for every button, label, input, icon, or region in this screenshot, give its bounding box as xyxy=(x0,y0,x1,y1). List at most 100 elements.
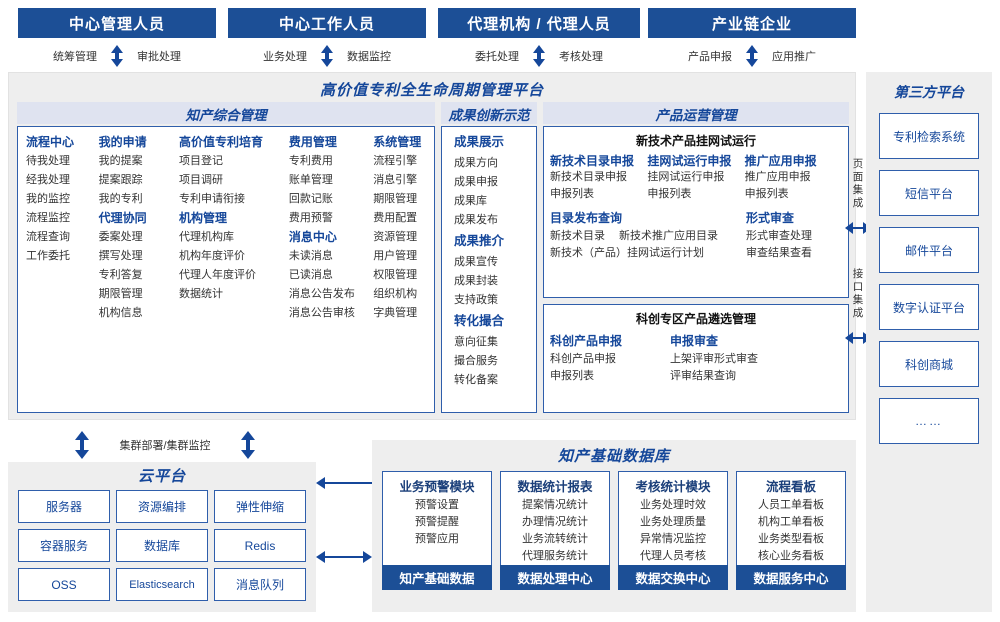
achievement-item[interactable]: 转化备案 xyxy=(454,374,498,386)
product-ops-box2-item[interactable]: 评审结果查询 xyxy=(670,370,736,382)
achievement-item[interactable]: 成果宣传 xyxy=(454,256,498,268)
database-item[interactable]: 核心业务看板 xyxy=(758,550,824,562)
database-footer-4[interactable]: 数据服务中心 xyxy=(736,565,846,590)
achievement-item[interactable]: 撮合服务 xyxy=(454,355,498,367)
third-party-item-4[interactable]: 数字认证平台 xyxy=(879,284,979,330)
product-ops-box2-group-header[interactable]: 科创产品申报 xyxy=(550,334,623,348)
catalog-publish-item[interactable]: 新技术目录 xyxy=(550,230,605,242)
ip-mgmt-item[interactable]: 费用配置 xyxy=(373,212,418,224)
database-item[interactable]: 异常情况监控 xyxy=(640,533,706,545)
achievement-group-header[interactable]: 转化撮合 xyxy=(454,314,505,328)
database-item[interactable]: 办理情况统计 xyxy=(522,516,588,528)
cloud-cell-3[interactable]: 弹性伸缩 xyxy=(214,490,306,523)
formal-review-item[interactable]: 形式审查处理 xyxy=(746,230,812,242)
product-ops-group-header[interactable]: 推广应用申报 xyxy=(744,154,817,168)
achievement-item[interactable]: 成果封装 xyxy=(454,275,498,287)
ip-mgmt-item[interactable]: 消息引擎 xyxy=(373,174,418,186)
database-item[interactable]: 提案情况统计 xyxy=(522,499,588,511)
achievement-item[interactable]: 成果方向 xyxy=(454,157,498,169)
ip-mgmt-item[interactable]: 权限管理 xyxy=(373,269,418,281)
ip-mgmt-item[interactable]: 数据统计 xyxy=(179,288,223,300)
ip-mgmt-group-header[interactable]: 系统管理 xyxy=(373,135,422,149)
cloud-cell-2[interactable]: 资源编排 xyxy=(116,490,208,523)
ip-mgmt-item[interactable]: 我的提案 xyxy=(98,155,143,167)
ip-mgmt-group-header[interactable]: 我的申请 xyxy=(98,135,147,149)
ip-mgmt-item[interactable]: 机构年度评价 xyxy=(179,250,245,262)
cloud-cell-4[interactable]: 容器服务 xyxy=(18,529,110,562)
ip-mgmt-item[interactable]: 已读消息 xyxy=(288,269,333,281)
formal-review-item[interactable]: 审查结果查看 xyxy=(746,247,812,259)
third-party-item-1[interactable]: 专利检索系统 xyxy=(879,113,979,159)
ip-mgmt-item[interactable]: 我的监控 xyxy=(26,193,70,205)
achievement-item[interactable]: 成果申报 xyxy=(454,176,498,188)
cloud-cell-5[interactable]: 数据库 xyxy=(116,529,208,562)
ip-mgmt-item[interactable]: 资源管理 xyxy=(373,231,418,243)
ip-mgmt-item[interactable]: 期限管理 xyxy=(373,193,418,205)
cloud-cell-1[interactable]: 服务器 xyxy=(18,490,110,523)
ip-mgmt-item[interactable]: 提案跟踪 xyxy=(98,174,143,186)
achievement-item[interactable]: 成果发布 xyxy=(454,214,498,226)
database-item[interactable]: 预警提醒 xyxy=(415,516,459,528)
ip-mgmt-group-header[interactable]: 高价值专利培育 xyxy=(179,135,264,149)
ip-mgmt-item[interactable]: 专利费用 xyxy=(288,155,333,167)
product-ops-group-header[interactable]: 新技术目录申报 xyxy=(550,154,635,168)
ip-mgmt-item[interactable]: 项目调研 xyxy=(179,174,223,186)
achievement-group-header[interactable]: 成果推介 xyxy=(454,234,505,248)
role-bar-2[interactable]: 中心工作人员 xyxy=(228,8,426,38)
ip-mgmt-item[interactable]: 我的专利 xyxy=(98,193,143,205)
product-ops-item[interactable]: 挂网试运行申报 xyxy=(647,171,725,183)
cloud-cell-6[interactable]: Redis xyxy=(214,529,306,562)
ip-mgmt-item[interactable]: 项目登记 xyxy=(179,155,223,167)
ip-mgmt-item[interactable]: 工作委托 xyxy=(26,250,70,262)
ip-mgmt-item[interactable]: 用户管理 xyxy=(373,250,418,262)
ip-mgmt-item[interactable]: 费用预警 xyxy=(288,212,333,224)
ip-mgmt-item[interactable]: 待我处理 xyxy=(26,155,70,167)
database-footer-1[interactable]: 知产基础数据 xyxy=(382,565,492,590)
ip-mgmt-group-header[interactable]: 代理协同 xyxy=(98,211,147,225)
ip-mgmt-item[interactable]: 流程查询 xyxy=(26,231,70,243)
ip-mgmt-item[interactable]: 委案处理 xyxy=(98,231,143,243)
product-ops-item[interactable]: 推广应用申报 xyxy=(744,171,811,183)
ip-mgmt-item[interactable]: 代理机构库 xyxy=(179,231,234,243)
third-party-item-3[interactable]: 邮件平台 xyxy=(879,227,979,273)
product-ops-box2-item[interactable]: 上架评审形式审查 xyxy=(670,353,758,365)
database-item[interactable]: 预警应用 xyxy=(415,533,459,545)
ip-mgmt-item[interactable]: 回款记账 xyxy=(288,193,333,205)
ip-mgmt-item[interactable]: 字典管理 xyxy=(373,307,418,319)
database-item[interactable]: 机构工单看板 xyxy=(758,516,824,528)
product-ops-item[interactable]: 申报列表 xyxy=(744,188,789,200)
database-item[interactable]: 业务类型看板 xyxy=(758,533,824,545)
database-item[interactable]: 预警设置 xyxy=(415,499,459,511)
ip-mgmt-group-header[interactable]: 机构管理 xyxy=(179,211,228,225)
product-ops-box2-group-header[interactable]: 申报审查 xyxy=(670,334,719,348)
achievement-item[interactable]: 意向征集 xyxy=(454,336,498,348)
achievement-item[interactable]: 成果库 xyxy=(454,195,487,207)
ip-mgmt-item[interactable]: 组织机构 xyxy=(373,288,418,300)
ip-mgmt-group-header[interactable]: 流程中心 xyxy=(26,135,75,149)
third-party-item-5[interactable]: 科创商城 xyxy=(879,341,979,387)
ip-mgmt-item[interactable]: 代理人年度评价 xyxy=(179,269,256,281)
ip-mgmt-item[interactable]: 消息公告审核 xyxy=(288,307,355,319)
database-footer-3[interactable]: 数据交换中心 xyxy=(618,565,728,590)
ip-mgmt-item[interactable]: 专利申请衔接 xyxy=(179,193,245,205)
third-party-item-6[interactable]: …… xyxy=(879,398,979,444)
ip-mgmt-item[interactable]: 期限管理 xyxy=(98,288,143,300)
database-item[interactable]: 业务处理时效 xyxy=(640,499,706,511)
product-ops-box2-item[interactable]: 申报列表 xyxy=(550,370,594,382)
product-ops-box2-item[interactable]: 科创产品申报 xyxy=(550,353,616,365)
ip-mgmt-item[interactable]: 流程监控 xyxy=(26,212,70,224)
ip-mgmt-item[interactable]: 账单管理 xyxy=(288,174,333,186)
catalog-publish-item[interactable]: 新技术推广应用目录 xyxy=(619,230,718,242)
product-ops-group-header[interactable]: 挂网试运行申报 xyxy=(647,154,732,168)
cloud-cell-8[interactable]: Elasticsearch xyxy=(116,568,208,601)
ip-mgmt-item[interactable]: 专利答复 xyxy=(98,269,143,281)
database-item[interactable]: 代理人员考核 xyxy=(640,550,706,562)
ip-mgmt-item[interactable]: 机构信息 xyxy=(98,307,143,319)
third-party-item-2[interactable]: 短信平台 xyxy=(879,170,979,216)
product-ops-item[interactable]: 申报列表 xyxy=(550,188,594,200)
ip-mgmt-item[interactable]: 未读消息 xyxy=(288,250,333,262)
database-item[interactable]: 业务流转统计 xyxy=(522,533,588,545)
product-ops-item[interactable]: 新技术目录申报 xyxy=(550,171,627,183)
ip-mgmt-group-header[interactable]: 消息中心 xyxy=(288,230,337,244)
role-bar-1[interactable]: 中心管理人员 xyxy=(18,8,216,38)
